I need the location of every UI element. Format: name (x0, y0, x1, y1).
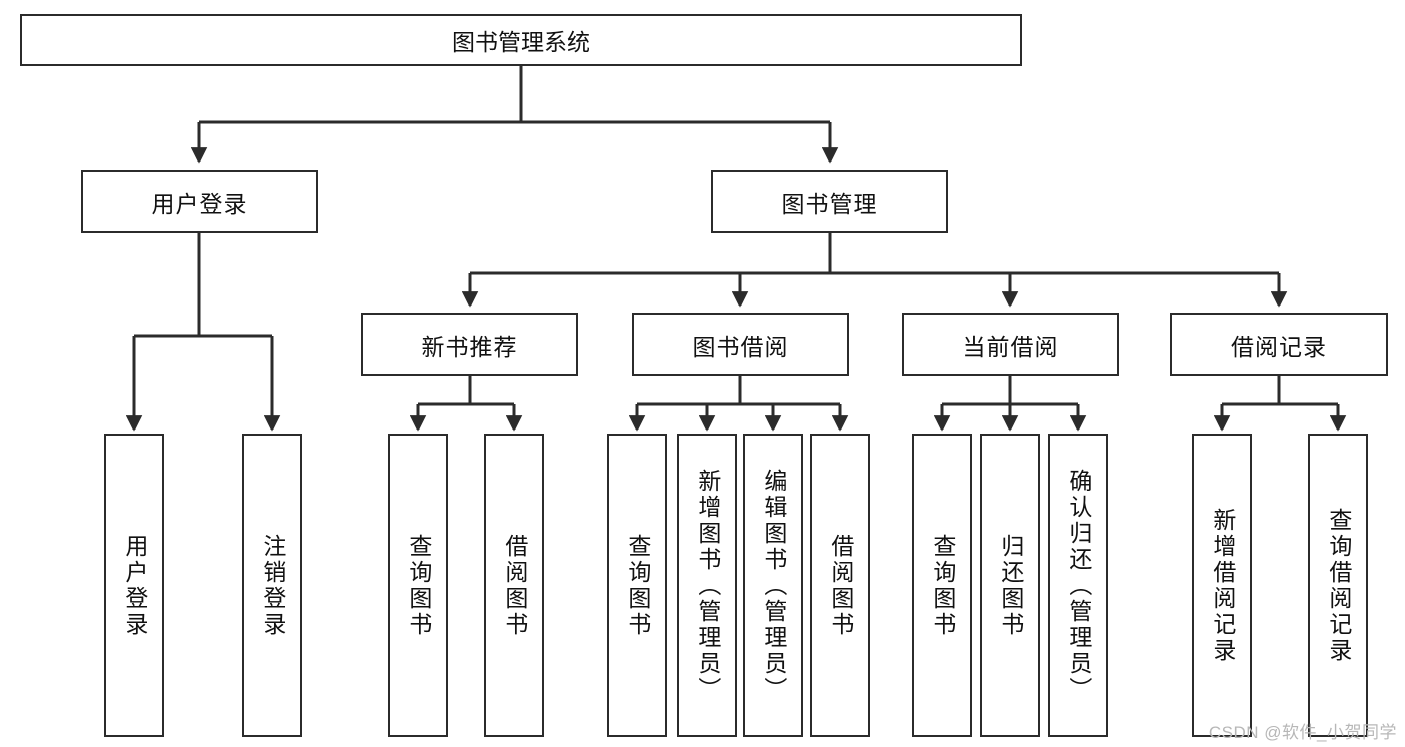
leaf-new-books-query[interactable]: 查询图书 (388, 434, 448, 737)
leaf-borrow-records-add[interactable]: 新增借阅记录 (1192, 434, 1252, 737)
leaf-book-borrow-add[interactable]: 新增图书（管理员） (677, 434, 737, 737)
node-root[interactable]: 图书管理系统 (20, 14, 1022, 66)
leaf-user-login-logout[interactable]: 注销登录 (242, 434, 302, 737)
leaf-label: 确认归还（管理员） (1065, 468, 1092, 703)
node-book-borrow[interactable]: 图书借阅 (632, 313, 849, 376)
node-current-borrow[interactable]: 当前借阅 (902, 313, 1119, 376)
node-book-management[interactable]: 图书管理 (711, 170, 948, 233)
leaf-label: 借阅图书 (827, 533, 854, 638)
leaf-label: 归还图书 (997, 533, 1024, 638)
leaf-label: 借阅图书 (501, 533, 528, 638)
leaf-label: 用户登录 (121, 533, 148, 638)
leaf-user-login-login[interactable]: 用户登录 (104, 434, 164, 737)
leaf-label: 注销登录 (259, 533, 286, 638)
leaf-label: 新增借阅记录 (1209, 507, 1236, 664)
watermark-text: CSDN @软件_小贺同学 (1208, 723, 1397, 742)
node-borrow-records[interactable]: 借阅记录 (1170, 313, 1388, 376)
leaf-book-borrow-borrow[interactable]: 借阅图书 (810, 434, 870, 737)
leaf-label: 查询图书 (624, 533, 651, 638)
leaf-current-borrow-query[interactable]: 查询图书 (912, 434, 972, 737)
leaf-borrow-records-query[interactable]: 查询借阅记录 (1308, 434, 1368, 737)
node-new-book-recommend[interactable]: 新书推荐 (361, 313, 578, 376)
leaf-book-borrow-query[interactable]: 查询图书 (607, 434, 667, 737)
leaf-label: 编辑图书（管理员） (760, 468, 787, 703)
leaf-label: 新增图书（管理员） (694, 468, 721, 703)
leaf-label: 查询图书 (405, 533, 432, 638)
leaf-label: 查询图书 (929, 533, 956, 638)
leaf-current-borrow-confirm-return[interactable]: 确认归还（管理员） (1048, 434, 1108, 737)
node-user-login[interactable]: 用户登录 (81, 170, 318, 233)
leaf-new-books-borrow[interactable]: 借阅图书 (484, 434, 544, 737)
leaf-label: 查询借阅记录 (1325, 507, 1352, 664)
leaf-book-borrow-edit[interactable]: 编辑图书（管理员） (743, 434, 803, 737)
leaf-current-borrow-return[interactable]: 归还图书 (980, 434, 1040, 737)
